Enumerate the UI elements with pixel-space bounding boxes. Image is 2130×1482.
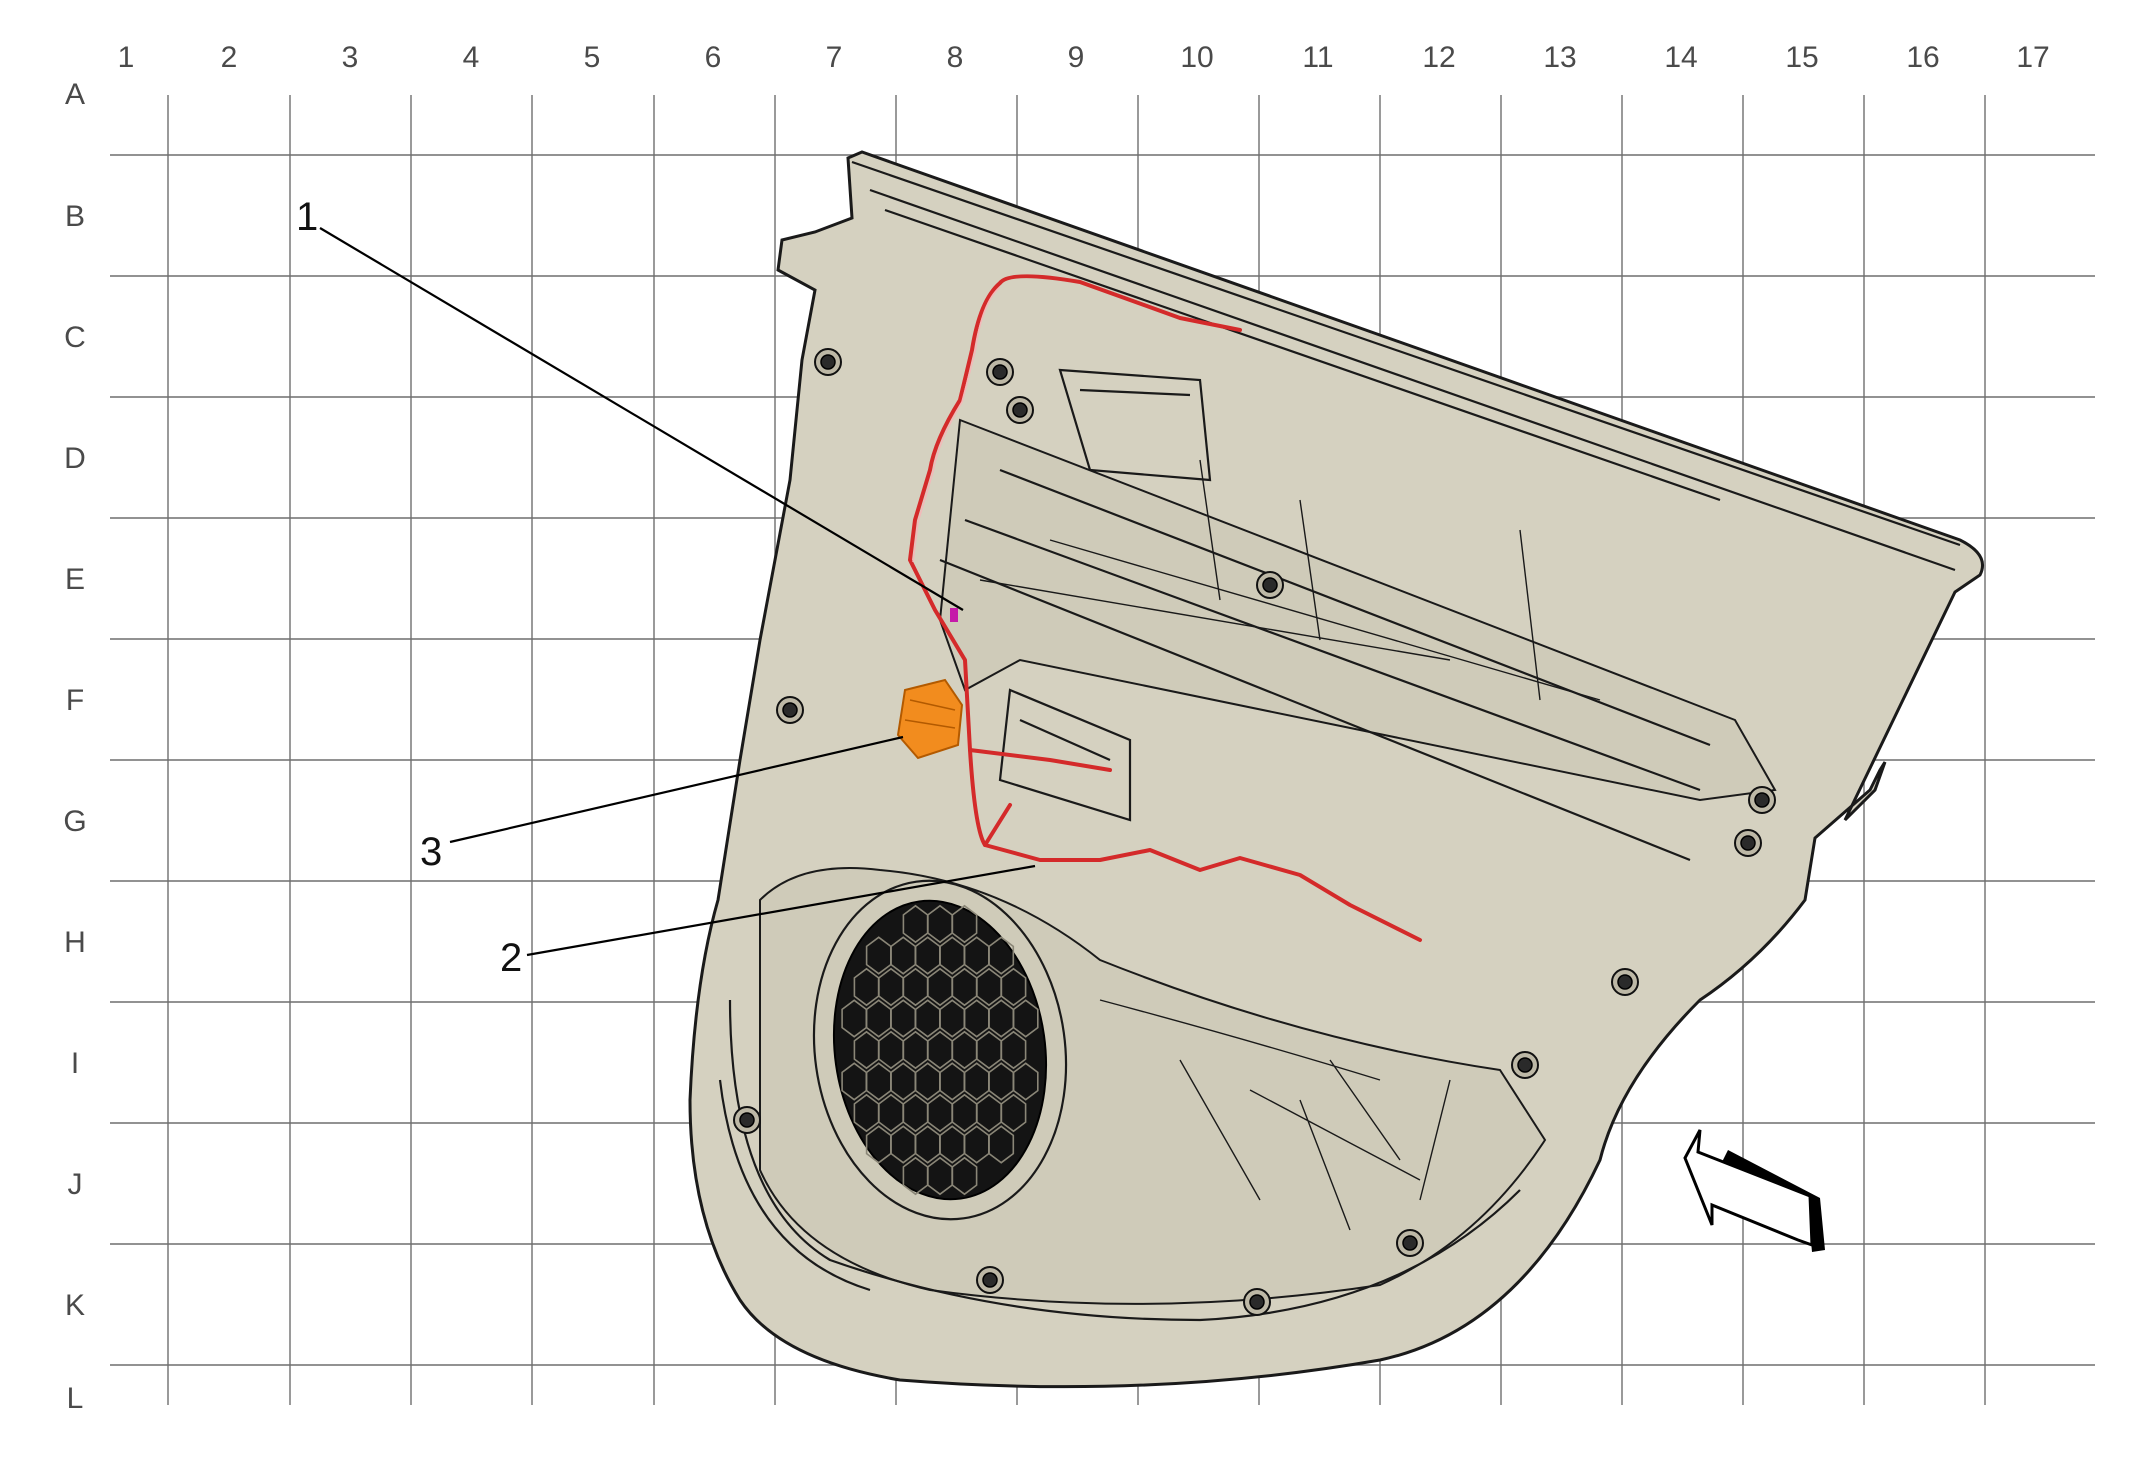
leader-line-2	[526, 864, 1036, 957]
upper-lock-bracket	[1058, 368, 1212, 482]
column-label: 12	[1422, 41, 1455, 74]
column-label: 8	[947, 41, 964, 74]
row-label: C	[64, 321, 86, 354]
row-label: G	[63, 805, 86, 838]
row-label: E	[65, 563, 85, 596]
upper-inner-panel	[939, 468, 1711, 862]
fastener-screw	[992, 364, 1008, 380]
fastener-screw	[739, 1112, 755, 1128]
row-label: L	[67, 1382, 84, 1415]
fastener-screw	[820, 354, 836, 370]
fasteners	[733, 348, 1776, 1316]
row-label: H	[64, 926, 86, 959]
column-label: 13	[1543, 41, 1576, 74]
column-label: 17	[2016, 41, 2049, 74]
grille-hex-cell	[1000, 1093, 1027, 1133]
leader-line-1	[319, 227, 964, 611]
fastener-screw	[1517, 1057, 1533, 1073]
row-label: J	[68, 1168, 83, 1201]
leader-line-3	[449, 735, 904, 844]
fastener-screw	[1754, 792, 1770, 808]
column-label: 7	[826, 41, 843, 74]
module-body	[896, 678, 964, 760]
column-label: 15	[1785, 41, 1818, 74]
panel-contour-lines	[979, 459, 1601, 1231]
row-label: B	[65, 200, 85, 233]
row-label: F	[66, 684, 84, 717]
fastener-screw	[1012, 402, 1028, 418]
inner-armrest-frame	[938, 418, 1777, 802]
row-label: D	[64, 442, 86, 475]
grille-hex-cell	[988, 936, 1015, 975]
pocket-rim	[718, 999, 1521, 1322]
column-label: 9	[1068, 41, 1085, 74]
column-label: 6	[705, 41, 722, 74]
fastener-screw	[782, 702, 798, 718]
grille-hex-cell	[951, 1156, 978, 1196]
column-labels: 1 2 3 4 5 6 7 8 9 10 11 12 13 14 15 16 1…	[118, 41, 2050, 74]
speaker-hex-pattern	[841, 904, 1039, 1196]
top-rail	[851, 160, 1961, 572]
fastener-screw	[982, 1272, 998, 1288]
callout-3: 3	[420, 830, 442, 874]
column-label: 4	[463, 41, 480, 74]
column-label: 5	[584, 41, 601, 74]
row-label: K	[65, 1289, 85, 1322]
fastener-screw	[1262, 577, 1278, 593]
row-labels: A B C D E F G H I J K L	[63, 78, 86, 1415]
callout-2: 2	[500, 936, 522, 980]
speaker-grille-icon	[812, 879, 1068, 1221]
fastener-screw	[1249, 1294, 1265, 1310]
speaker-grille	[832, 899, 1048, 1201]
row-label: I	[71, 1047, 79, 1080]
column-label: 11	[1302, 41, 1333, 74]
callout-1: 1	[296, 195, 318, 239]
harness-branch-handle	[968, 748, 1112, 847]
column-label: 14	[1664, 41, 1697, 74]
door-handle-bezel	[998, 688, 1132, 822]
row-label: A	[65, 78, 85, 111]
fastener-screw	[1402, 1235, 1418, 1251]
column-label: 10	[1180, 41, 1213, 74]
arrow-body	[1683, 1129, 1814, 1248]
view-direction-arrow-icon	[1683, 1129, 1825, 1252]
wiring-harness	[908, 274, 1422, 942]
control-module	[896, 678, 964, 760]
grille-hex-cell	[988, 1125, 1015, 1164]
grille-hex-cell	[951, 904, 978, 944]
column-label: 1	[118, 41, 135, 74]
column-label: 3	[342, 41, 359, 74]
grille-hex-cell	[1000, 967, 1027, 1007]
fastener-screw	[1617, 974, 1633, 990]
callout-leaders	[319, 227, 1036, 957]
grille-hex-cell	[1000, 1030, 1027, 1070]
harness-connector-marker	[950, 608, 958, 622]
speaker-rim	[812, 879, 1068, 1221]
column-label: 16	[1906, 41, 1939, 74]
grille-hex-cell	[1012, 999, 1039, 1038]
column-label: 2	[221, 41, 238, 74]
grille-hex-cell	[1012, 1062, 1039, 1101]
callout-labels: 1 2 3	[296, 195, 522, 980]
harness-highlight	[912, 286, 1001, 563]
fastener-screw	[1740, 835, 1756, 851]
